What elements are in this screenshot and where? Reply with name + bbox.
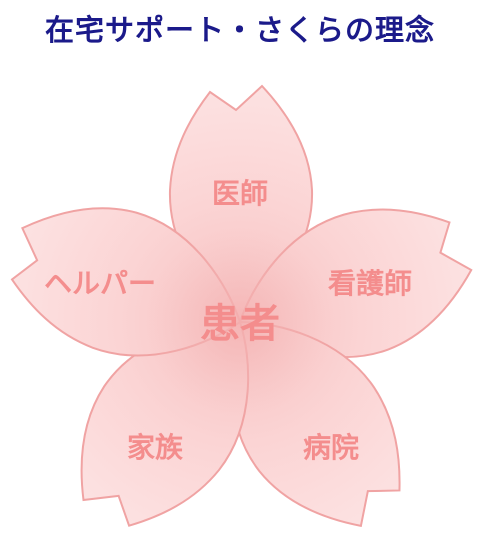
center-glow: [145, 227, 335, 417]
diagram-title: 在宅サポート・さくらの理念: [44, 13, 435, 47]
center-label: 患者: [200, 301, 280, 347]
petal-label-bottom-left: 家族: [127, 431, 184, 464]
petal-label-right: 看護師: [328, 267, 412, 300]
petal-label-top: 医師: [212, 177, 268, 210]
petal-label-left: ヘルパー: [44, 267, 156, 300]
petal-label-bottom-right: 病院: [303, 431, 359, 464]
